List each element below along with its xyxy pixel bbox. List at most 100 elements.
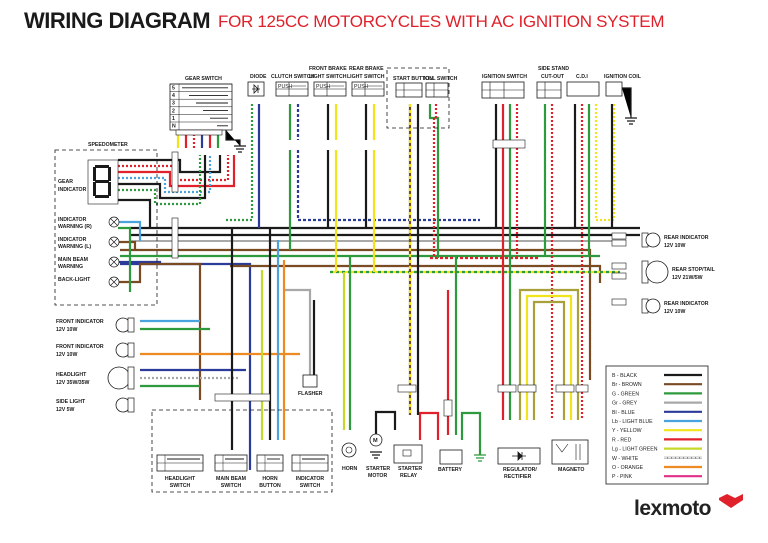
handlebar-right-group: START BUTTON KILL SWITCH xyxy=(386,67,458,129)
speedo-lamp-label-1: INDICATOR xyxy=(58,237,87,243)
starter-motor-label-1: STARTER xyxy=(366,466,390,472)
wire-clutch-2 xyxy=(296,104,480,222)
diagram-title: WIRING DIAGRAM xyxy=(24,8,211,33)
rear-lamp-label-2: 12V 21W/5W xyxy=(672,275,703,281)
horn-label: HORN xyxy=(342,466,358,472)
bulb-icon xyxy=(645,232,661,248)
legend-entry-label: Gr - GREY xyxy=(612,401,638,407)
battery: BATTERY xyxy=(438,399,486,473)
legend-entry-label: O - ORANGE xyxy=(612,465,644,471)
legend-entry: P - PINK xyxy=(612,474,702,480)
bulb-icon xyxy=(645,260,669,284)
diode-label: DIODE xyxy=(250,74,267,80)
speedo-lamp-label-1: INDICATOR xyxy=(58,217,87,223)
rear-brake-label-1: REAR BRAKE xyxy=(349,66,384,72)
wire-ind-warn-r xyxy=(118,220,142,241)
mag-connector-1 xyxy=(555,384,575,393)
wire-speedo-3 xyxy=(118,155,236,188)
wire-reg-3 xyxy=(532,300,566,420)
diode-icon xyxy=(252,84,260,94)
legend-entry: G - GREEN xyxy=(612,391,702,397)
wire-kill-2 xyxy=(432,104,438,258)
clutch-switch-label: CLUTCH SWITCH xyxy=(271,74,314,80)
speedo-lamp-label-2: WARNING xyxy=(58,264,83,270)
diode: DIODE xyxy=(247,74,267,97)
handlebar-switch-label-1: INDICATOR xyxy=(296,476,325,482)
gear-switch-label: GEAR SWITCH xyxy=(185,76,222,82)
wire-speedo-6 xyxy=(118,155,202,206)
gear-position-label: 3 xyxy=(172,101,175,107)
start-connector xyxy=(397,384,417,393)
speedometer: SPEEDOMETER GEAR INDICATOR INDICATORWARN… xyxy=(54,142,158,306)
mag-connector-2 xyxy=(575,384,589,393)
bulb-icon xyxy=(107,366,131,390)
horn-icon xyxy=(341,442,357,458)
gear-position-label: 1 xyxy=(172,116,175,122)
handlebar-switch-label-2: SWITCH xyxy=(170,483,191,489)
legend-entry-label: G - GREEN xyxy=(612,391,639,397)
front-lamp-label-1: FRONT INDICATOR xyxy=(56,344,104,350)
gear-position-label: 5 xyxy=(172,86,175,92)
front-lamp-label-1: FRONT INDICATOR xyxy=(56,319,104,325)
front-lamp-label-2: 12V 5W xyxy=(56,407,75,413)
speedo-connector-1 xyxy=(171,151,179,193)
legend-entry-label: Lb - LIGHT BLUE xyxy=(612,419,653,425)
legend-entry-label: W - WHITE xyxy=(612,456,639,462)
wire-reg-2 xyxy=(525,294,573,420)
rear-lamp-label-1: REAR STOP/TAIL xyxy=(672,267,716,273)
speedo-lamp: BACK-LIGHT xyxy=(58,276,120,288)
starter-relay: STARTER RELAY xyxy=(393,444,423,479)
flasher: FLASHER xyxy=(298,374,323,397)
legend-entry: W - WHITE xyxy=(612,456,702,462)
front-brake-switch: FRONT BRAKE LIGHT SWITCH PUSH xyxy=(309,66,347,97)
legend-entry: Bl - BLUE xyxy=(612,410,702,416)
bulb-icon xyxy=(645,298,661,314)
rear-brake-state: PUSH xyxy=(354,84,369,90)
front-brake-label-1: FRONT BRAKE xyxy=(309,66,347,72)
rear-lamp-label-2: 12V 10W xyxy=(664,309,685,315)
handlebar-switch-label-2: SWITCH xyxy=(300,483,321,489)
battery-label: BATTERY xyxy=(438,467,462,473)
rear-brake-switch: REAR BRAKE LIGHT SWITCH PUSH xyxy=(347,66,385,97)
rear-lamp-label-2: 12V 10W xyxy=(664,243,685,249)
wire-blue-main xyxy=(120,262,252,470)
seven-segment-display-icon xyxy=(93,165,111,198)
clutch-switch-state: PUSH xyxy=(278,84,293,90)
speedo-lamp-label-1: BACK-LIGHT xyxy=(58,277,91,283)
wire-backlight xyxy=(118,262,202,400)
brand-logo: lexmoto xyxy=(634,497,712,520)
legend-entry: B - BLACK xyxy=(612,373,702,379)
rear-lamp: REAR STOP/TAIL 12V 21W/5W xyxy=(641,260,716,284)
coil-icon xyxy=(555,443,581,460)
clutch-switch: CLUTCH SWITCH PUSH xyxy=(271,74,314,97)
legend-entry-label: B - BLACK xyxy=(612,373,638,379)
handlebar-switch-label-1: MAIN BEAM xyxy=(216,476,246,482)
wire-ind-warn-l xyxy=(118,240,137,250)
starter-motor-label-2: MOTOR xyxy=(368,473,387,479)
wire-reg-1 xyxy=(518,288,580,420)
ignition-switch-label: IGNITION SWITCH xyxy=(482,74,527,80)
wire-starter-black xyxy=(374,410,397,440)
wire-speedo-1 xyxy=(118,155,222,174)
gear-indicator-label-2: INDICATOR xyxy=(58,187,87,193)
legend-entry: Lg - LIGHT GREEN xyxy=(612,447,702,453)
battery-icon xyxy=(439,449,463,465)
wire-v-grey xyxy=(285,288,312,375)
reg-connector-1 xyxy=(497,384,517,393)
handlebar-switch-label-1: HEADLIGHT xyxy=(165,476,196,482)
ground-icon xyxy=(622,87,637,125)
legend-entry: O - ORANGE xyxy=(612,465,702,471)
ignition-coil: IGNITION COIL xyxy=(604,74,642,125)
speedo-lamp-label-1: MAIN BEAM xyxy=(58,257,88,263)
rear-connector xyxy=(611,272,627,280)
legend-entry-label: R - RED xyxy=(612,437,632,443)
